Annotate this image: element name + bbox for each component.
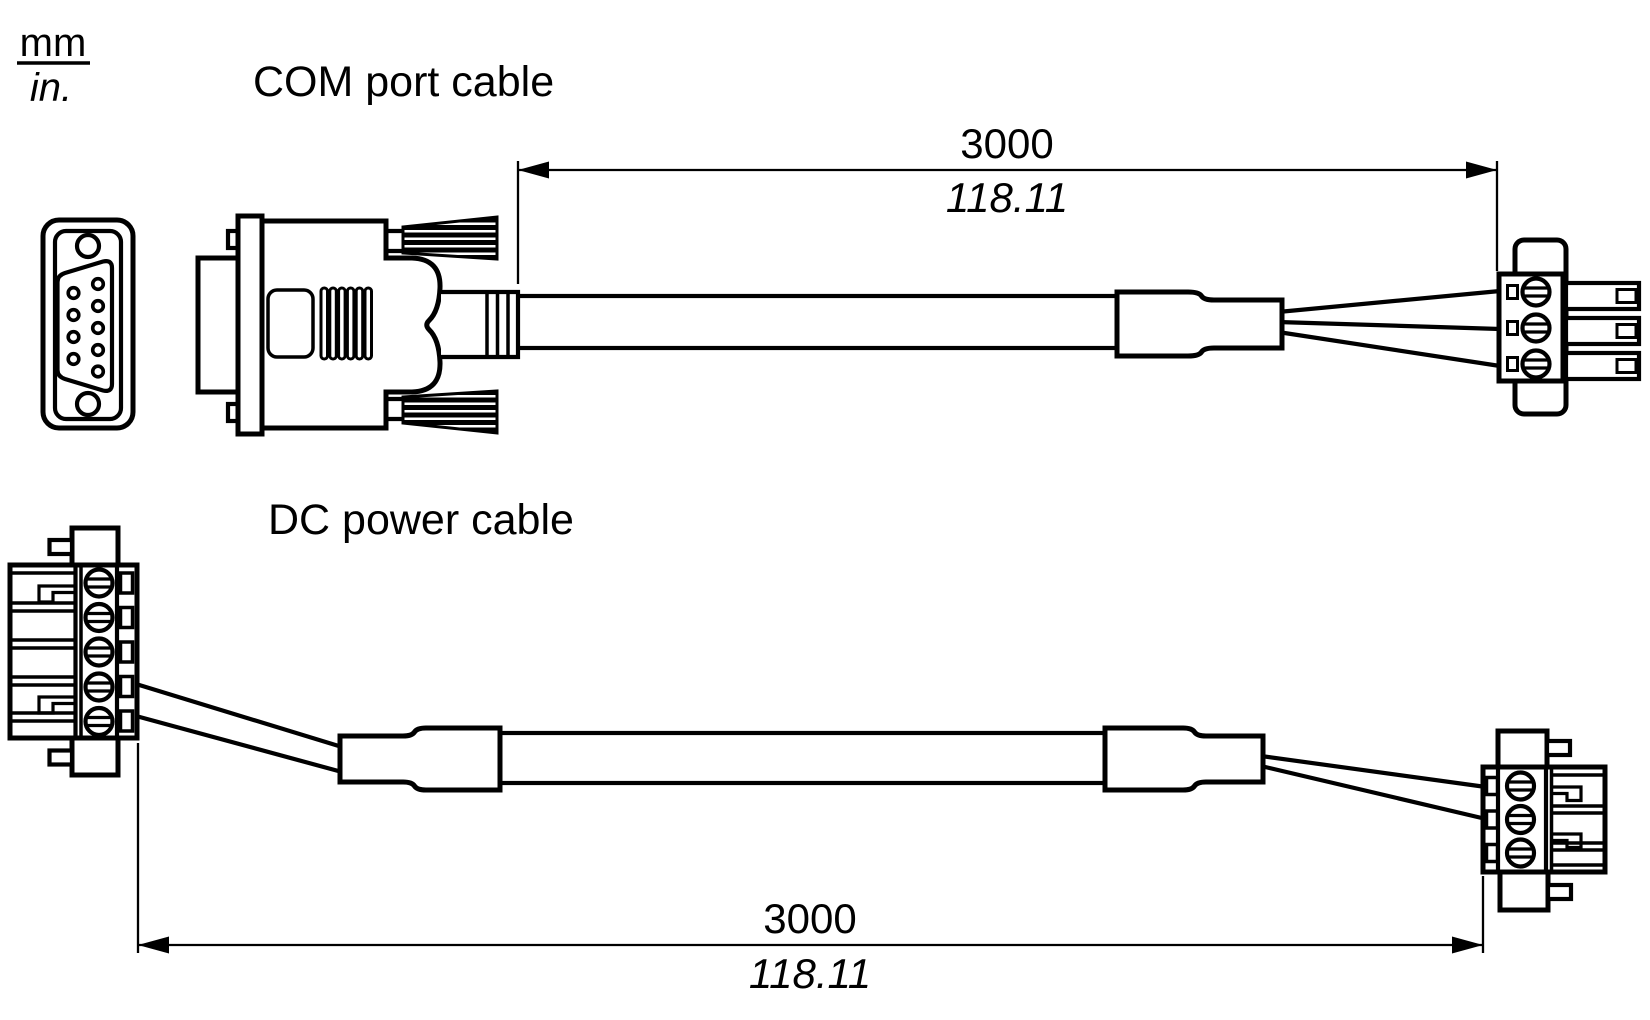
units-label: mm in. bbox=[17, 21, 90, 110]
dc-dimension-mm-value: 3000 bbox=[763, 895, 856, 942]
db9-front-view bbox=[40, 217, 136, 431]
com-right-connector bbox=[1496, 237, 1642, 417]
com-cable-run bbox=[513, 293, 1123, 351]
grip-rib bbox=[345, 286, 356, 361]
grip-rib bbox=[328, 286, 338, 361]
plug-prongs bbox=[1563, 280, 1642, 382]
units-in-label: in. bbox=[30, 66, 72, 110]
screw-terminal-icon bbox=[1507, 806, 1534, 833]
db9-flange bbox=[235, 213, 265, 437]
dc-cable-title: DC power cable bbox=[268, 496, 574, 544]
prong-notch bbox=[1615, 323, 1638, 339]
wire-entry-slot bbox=[1484, 775, 1500, 797]
grip-rib bbox=[319, 286, 329, 361]
dc-dimension: 3000 118.11 bbox=[136, 743, 1485, 997]
db9-pin bbox=[90, 342, 106, 358]
db9-pin bbox=[66, 351, 81, 367]
tab-notch bbox=[1544, 738, 1573, 758]
com-wires bbox=[1277, 288, 1501, 369]
tab-notch bbox=[47, 537, 75, 557]
mounting-tab-top bbox=[69, 525, 121, 568]
grip-rib bbox=[363, 286, 373, 361]
db9-pin bbox=[66, 307, 81, 323]
tab-notch bbox=[1545, 882, 1574, 902]
db9-shell-side bbox=[195, 255, 241, 395]
comb-key bbox=[37, 695, 76, 715]
wire-entry-slot bbox=[1506, 356, 1519, 372]
com-dimension-mm-value: 3000 bbox=[960, 120, 1053, 167]
comb-key bbox=[1551, 785, 1583, 803]
wire-entry-slot bbox=[1484, 809, 1500, 830]
units-mm-label: mm bbox=[20, 21, 87, 65]
dimension-arrow-right bbox=[1452, 936, 1483, 954]
db9-pin bbox=[90, 276, 106, 292]
dc-wires-left bbox=[135, 681, 343, 775]
screw-terminal-icon bbox=[1523, 351, 1550, 378]
comb-key bbox=[1551, 832, 1583, 850]
dc-heat-shrink-left bbox=[337, 725, 503, 793]
dimension-arrow-right bbox=[1466, 161, 1497, 179]
db9-screw-hole-bottom bbox=[74, 390, 102, 418]
thumbscrew-top bbox=[401, 215, 499, 261]
mounting-tab-bottom bbox=[69, 735, 121, 778]
wire-entry-slot bbox=[1506, 284, 1519, 300]
screw-terminal-icon bbox=[86, 639, 113, 666]
grip-rib bbox=[354, 286, 365, 361]
dc-right-connector bbox=[1480, 728, 1608, 913]
screw-terminal-icon bbox=[1523, 279, 1550, 306]
wire-entry-slot bbox=[1484, 842, 1500, 864]
com-cable-title: COM port cable bbox=[253, 58, 554, 106]
tab-notch bbox=[47, 748, 75, 767]
screw-terminal-icon bbox=[86, 708, 113, 735]
com-wire bbox=[1277, 288, 1501, 315]
screw-terminal-icon bbox=[86, 674, 113, 701]
db9-pin bbox=[66, 329, 81, 345]
thumbscrew-bottom bbox=[401, 389, 499, 435]
screw-terminal-icon bbox=[1523, 315, 1550, 342]
db9-screw-hole-top bbox=[74, 232, 102, 260]
wire-entry-slot bbox=[118, 709, 135, 733]
cable-boot-ribs bbox=[485, 294, 510, 355]
comb-slots bbox=[1551, 773, 1603, 867]
dc-cable-run bbox=[495, 730, 1108, 786]
com-dimension-in-value: 118.11 bbox=[946, 174, 1068, 221]
dc-wire bbox=[135, 681, 343, 750]
db9-pin bbox=[90, 320, 106, 336]
wire-entry-slot bbox=[118, 640, 135, 664]
dc-wires-right bbox=[1260, 753, 1487, 822]
hood-molding-detail bbox=[266, 288, 315, 359]
dc-wire bbox=[1260, 763, 1487, 822]
prong-notch bbox=[1615, 358, 1638, 374]
screw-terminal-icon bbox=[1507, 773, 1534, 800]
dimension-arrow-left bbox=[138, 936, 169, 954]
mounting-tab-top bbox=[1495, 728, 1550, 770]
wire-entry-slot bbox=[118, 571, 135, 595]
dimension-arrow-left bbox=[518, 161, 549, 179]
db9-side-view bbox=[195, 213, 521, 437]
thumbscrew-stems bbox=[386, 228, 404, 422]
prong-notch bbox=[1615, 288, 1638, 304]
com-wire bbox=[1277, 329, 1501, 369]
screw-terminal-icon bbox=[86, 604, 113, 631]
com-wire bbox=[1277, 319, 1501, 332]
com-heat-shrink bbox=[1114, 289, 1285, 359]
wire-entry-slot bbox=[1506, 320, 1519, 336]
db9-pin bbox=[66, 285, 81, 301]
screw-terminal-icon bbox=[1507, 840, 1534, 867]
screw-terminal-icon bbox=[86, 570, 113, 597]
dc-heat-shrink-right bbox=[1102, 725, 1266, 793]
dc-dimension-in-value: 118.11 bbox=[749, 950, 871, 997]
dc-wire bbox=[135, 713, 343, 775]
comb-key bbox=[37, 584, 76, 604]
wire-entry-slot bbox=[118, 674, 135, 699]
com-dimension: 3000 118.11 bbox=[516, 120, 1499, 284]
db9-pin bbox=[90, 298, 106, 314]
dc-wire bbox=[1260, 753, 1487, 790]
db9-pin bbox=[90, 364, 106, 379]
mounting-tab-bottom bbox=[1497, 869, 1551, 913]
grip-rib bbox=[337, 286, 347, 361]
wire-entry-slot bbox=[118, 605, 135, 630]
dc-left-connector bbox=[7, 525, 140, 778]
